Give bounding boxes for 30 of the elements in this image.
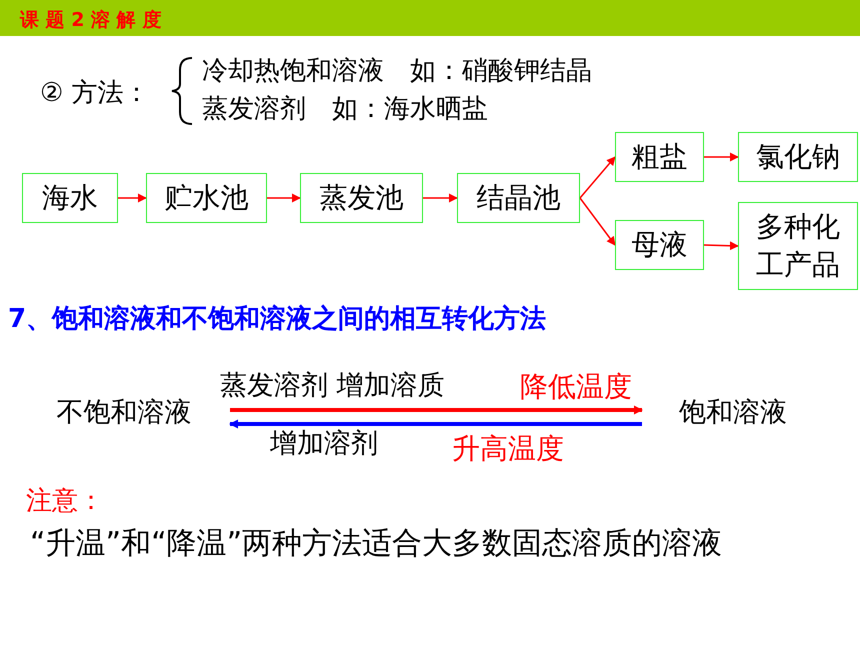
- process-box: 母液: [615, 220, 704, 270]
- arrow: [229, 420, 642, 428]
- text-label: ② 方法：: [40, 77, 150, 110]
- arrow: [704, 152, 739, 162]
- text-label: 升高温度: [452, 431, 564, 467]
- text-label: 降低温度: [520, 369, 632, 405]
- text-label: 蒸发溶剂 如：海水晒盐: [202, 93, 488, 126]
- note-text: “升温”和“降温”两种方法适合大多数固态溶质的溶液: [29, 525, 724, 563]
- text-label: 冷却热饱和溶液 如：硝酸钾结晶: [202, 55, 592, 88]
- process-box: 粗盐: [615, 132, 704, 182]
- arrow: [230, 406, 643, 414]
- process-box: 蒸发池: [300, 173, 423, 223]
- arrow: [267, 194, 301, 202]
- process-box: 氯化钠: [738, 132, 858, 182]
- state-label: 不饱和溶液: [38, 394, 210, 432]
- arrow: [704, 241, 739, 250]
- note-heading: 注意：: [26, 485, 104, 518]
- arrow: [423, 194, 458, 202]
- process-box: 结晶池: [457, 173, 580, 223]
- process-box: 海水: [22, 173, 118, 223]
- process-box: 多种化工产品: [738, 202, 858, 290]
- state-label: 饱和溶液: [662, 394, 804, 432]
- edge-label: 蒸发溶剂 增加溶质: [220, 369, 445, 403]
- slide-title: 课 题 2 溶 解 度: [20, 8, 162, 33]
- section-heading: 7、饱和溶液和不饱和溶液之间的相互转化方法: [8, 303, 546, 336]
- edge-label: 增加溶剂: [270, 427, 378, 461]
- arrow: [579, 156, 616, 198]
- arrow: [118, 194, 147, 202]
- arrow: [579, 198, 616, 246]
- process-box: 贮水池: [146, 173, 267, 223]
